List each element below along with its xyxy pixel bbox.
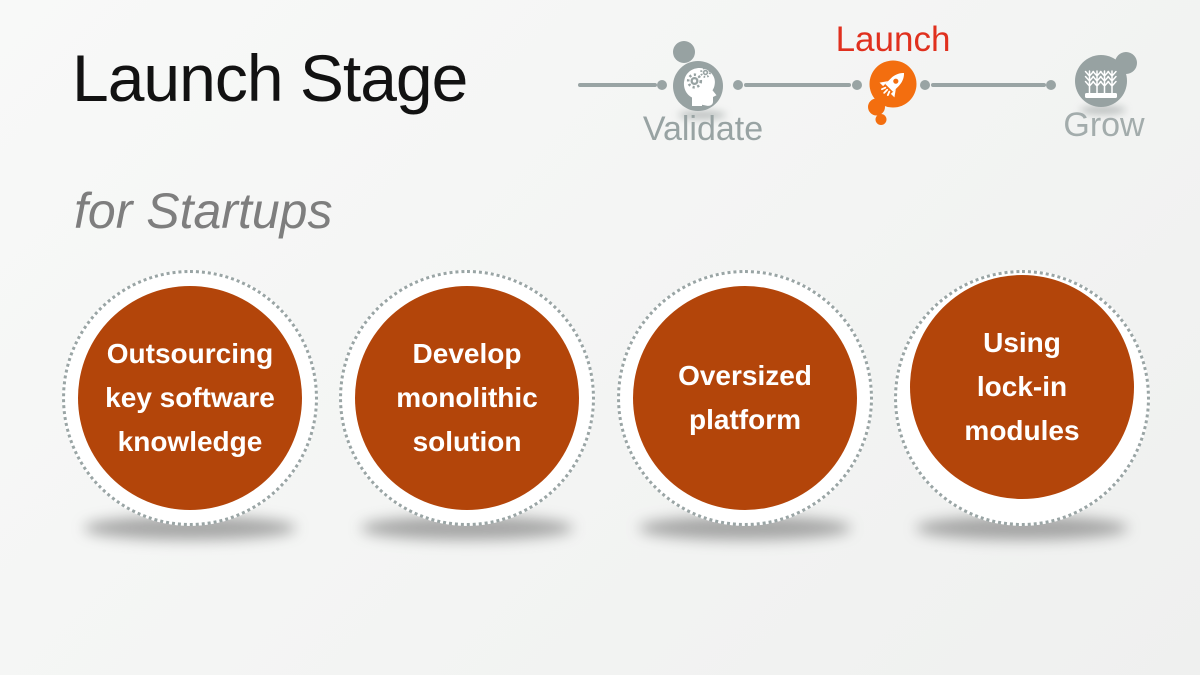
tracker-line-segment (931, 82, 1046, 87)
badge-text-line: monolithic (396, 382, 538, 413)
badge-disc: Develop monolithic solution (355, 286, 579, 510)
grow-icon-shadow (1080, 106, 1126, 114)
badge-text-line: Outsourcing (106, 338, 274, 369)
badge-text-line: Develop (412, 338, 522, 369)
tracker-line-segment (744, 82, 851, 87)
tracker-line-segment (578, 82, 657, 87)
badge-text-line: key software (105, 382, 275, 413)
stage-label-launch: Launch (835, 20, 951, 59)
pitfall-badge-outsourcing: Outsourcing key software knowledge (62, 270, 318, 540)
validate-icon-shadow (678, 111, 726, 119)
badge-disc: Using lock-in modules (910, 275, 1134, 499)
pitfall-badge-oversized: Oversized platform (617, 270, 873, 540)
tracker-line-dot (657, 79, 667, 90)
badge-text-line: lock-in (976, 371, 1068, 402)
pitfall-badge-monolithic: Develop monolithic solution (339, 270, 595, 540)
badge-text-line: knowledge (117, 426, 263, 457)
wheat-icon (1075, 52, 1137, 107)
page-title: Launch Stage (72, 41, 468, 115)
badge-text-line: platform (689, 404, 801, 435)
badge-text-line: solution (412, 426, 522, 457)
head-gears-icon (673, 41, 723, 111)
badge-text-line: modules (964, 415, 1080, 446)
badge-disc: Outsourcing key software knowledge (78, 286, 302, 510)
pitfall-badge-lockin: Using lock-in modules (894, 270, 1150, 540)
badge-text-line: Oversized (678, 360, 812, 391)
badge-text-line: Using (983, 327, 1061, 358)
tracker-line-dot (1046, 79, 1056, 90)
tracker-line-dot (920, 79, 930, 90)
tracker-line-dot (852, 79, 862, 90)
badge-disc: Oversized platform (633, 286, 857, 510)
stage-label-validate: Validate (642, 110, 764, 148)
rocket-icon (868, 60, 917, 125)
page-subtitle: for Startups (74, 183, 333, 239)
stage-label-grow: Grow (1063, 106, 1145, 144)
tracker-line-dot (733, 79, 743, 90)
